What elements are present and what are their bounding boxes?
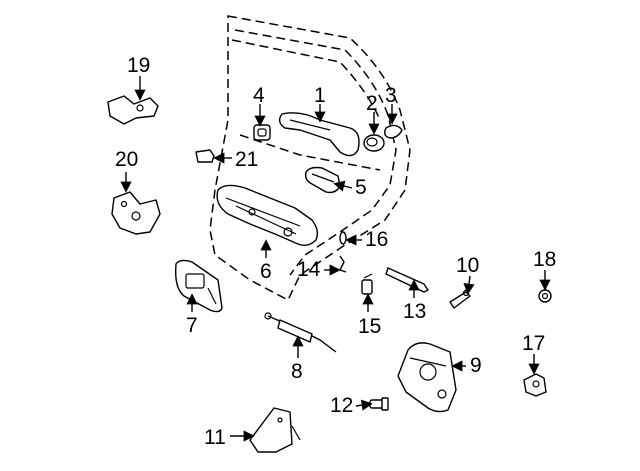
callout-6: 6 (260, 260, 272, 283)
callout-12: 12 (330, 394, 353, 417)
grommet (538, 289, 552, 303)
handle-cap (253, 124, 271, 141)
callout-5: 5 (355, 176, 367, 199)
lock-cylinder (363, 134, 385, 152)
handle-bezel (304, 166, 341, 194)
hinge-bolt (195, 149, 215, 163)
rod-clip (449, 289, 471, 309)
door-latch (397, 342, 457, 413)
inside-handle (174, 259, 223, 313)
upper-hinge (107, 95, 159, 125)
lock-cable (264, 312, 337, 353)
callout-19: 19 (127, 54, 150, 77)
callout-14: 14 (297, 258, 321, 281)
callout-1: 1 (314, 84, 326, 107)
callout-21: 21 (235, 148, 258, 171)
callout-16: 16 (365, 228, 388, 251)
callout-3: 3 (385, 84, 397, 107)
callout-labels: 1 2 3 4 5 6 7 8 9 10 11 12 13 14 15 16 1… (115, 54, 556, 449)
pin (339, 231, 347, 245)
rod-clip-small (339, 255, 347, 273)
callout-15: 15 (358, 315, 381, 338)
clip-fastener (361, 273, 373, 295)
callout-18: 18 (533, 248, 556, 271)
lower-hinge (111, 191, 161, 235)
callout-9: 9 (470, 354, 482, 377)
callout-10: 10 (456, 254, 479, 277)
bumper (523, 373, 547, 397)
callout-17: 17 (522, 332, 545, 355)
bolt (369, 397, 389, 411)
callout-4: 4 (253, 84, 265, 107)
callout-7: 7 (186, 314, 198, 337)
control-rod (385, 267, 429, 293)
callout-20: 20 (115, 148, 138, 171)
remote-control-assembly (216, 184, 319, 247)
hinge-bracket (249, 407, 301, 453)
callout-11: 11 (204, 426, 226, 449)
leader-lines (120, 76, 551, 442)
outside-door-handle (278, 112, 360, 157)
door-outline (209, 15, 411, 302)
lock-cylinder-bezel (383, 124, 403, 139)
callout-8: 8 (291, 360, 303, 383)
callout-2: 2 (366, 92, 378, 115)
callout-13: 13 (403, 300, 426, 323)
